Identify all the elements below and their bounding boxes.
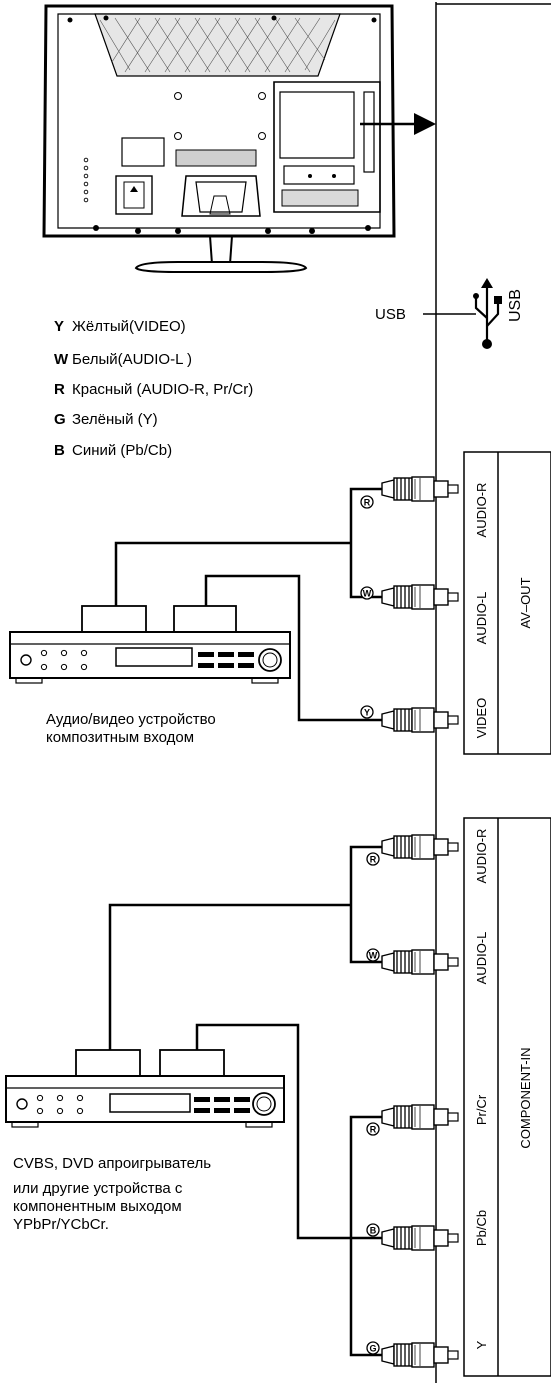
av-out-port-label: AUDIO-L: [474, 592, 489, 645]
plug-color-tag: G: [366, 1341, 380, 1355]
plug-color-tag: W: [366, 948, 380, 962]
legend-text: Красный (AUDIO-R, Pr/Cr): [72, 381, 254, 398]
legend-text: Белый(AUDIO-L ): [72, 351, 193, 368]
component-in-port-label: AUDIO-R: [474, 829, 489, 884]
usb-port-label: USB: [507, 289, 524, 322]
dvd-device-caption-line: или другие устройства с: [13, 1180, 183, 1197]
legend-item: Y Жёлтый(VIDEO): [54, 318, 186, 336]
component-in-port-label: AUDIO-L: [474, 932, 489, 985]
legend-text: Синий (Pb/Cb): [72, 442, 173, 459]
component-in-port-label: Y: [474, 1340, 489, 1349]
av-out-panel: [463, 451, 551, 755]
plug-color-tag: W: [360, 586, 374, 600]
av-device-caption-line: Аудио/видео устройство: [46, 711, 216, 728]
av-out-group-label: AV–OUT: [518, 577, 533, 628]
component-cables: [108, 845, 382, 1357]
plug-tag-letter: R: [370, 855, 377, 865]
plug-tag-letter: W: [363, 589, 372, 599]
component-in-port-label: Pb/Cb: [474, 1210, 489, 1246]
av-out-port-label: AUDIO-R: [474, 483, 489, 538]
legend-item: B Синий (Pb/Cb): [54, 442, 172, 460]
plug-tag-letter: Y: [364, 708, 370, 718]
plug-tag-letter: R: [364, 498, 371, 508]
tv-rear-illustration: [42, 4, 396, 273]
legend-text: Зелёный (Y): [72, 411, 158, 428]
legend-text: Жёлтый(VIDEO): [72, 318, 186, 335]
plug-tag-letter: W: [369, 951, 378, 961]
rca-plug-icon: [381, 1104, 459, 1130]
av-out-port-label: VIDEO: [474, 698, 489, 738]
arrow-icon: [360, 113, 436, 135]
legend-letter: R: [54, 381, 65, 398]
rca-plug-icon: [381, 707, 459, 733]
av-out-cables: [114, 487, 382, 722]
rca-plug-icon: [381, 949, 459, 975]
legend-item: G Зелёный (Y): [54, 411, 158, 429]
component-in-group-label: COMPONENT-IN: [518, 1047, 533, 1148]
plug-color-tag: B: [366, 1223, 380, 1237]
legend-letter: G: [54, 411, 66, 428]
rca-plug-icon: [381, 834, 459, 860]
plug-tag-letter: G: [369, 1344, 376, 1354]
dvd-device-caption-line: CVBS, DVD апроигрыватель: [13, 1155, 212, 1172]
plug-color-tag: R: [366, 1122, 380, 1136]
rca-plug-icon: [381, 584, 459, 610]
av-device-caption-line: композитным входом: [46, 729, 195, 746]
plug-color-tag: Y: [360, 705, 374, 719]
tv-side-panel: [435, 2, 551, 1383]
plug-color-tag: R: [366, 852, 380, 866]
plug-color-tag: R: [360, 495, 374, 509]
rca-plug-icon: [381, 1225, 459, 1251]
usb-label: USB: [375, 306, 406, 323]
legend-letter: B: [54, 442, 65, 459]
component-in-port-label: Pr/Cr: [474, 1094, 489, 1125]
usb-icon: [473, 278, 502, 349]
dvd-device-caption-line: YPbPr/YCbCr.: [13, 1216, 109, 1233]
av-device-illustration: [9, 605, 291, 684]
legend-letter: Y: [54, 318, 65, 335]
rca-plug-icon: [381, 1342, 459, 1368]
legend-item: R Красный (AUDIO-R, Pr/Cr): [54, 381, 253, 399]
rca-plug-icon: [381, 476, 459, 502]
plug-tag-letter: R: [370, 1125, 377, 1135]
component-in-panel: [463, 817, 551, 1377]
plug-tag-letter: B: [370, 1226, 377, 1236]
legend-letter: W: [54, 351, 69, 368]
dvd-device-illustration: [5, 1049, 285, 1128]
dvd-device-caption-line: компонентным выходом: [13, 1198, 182, 1215]
